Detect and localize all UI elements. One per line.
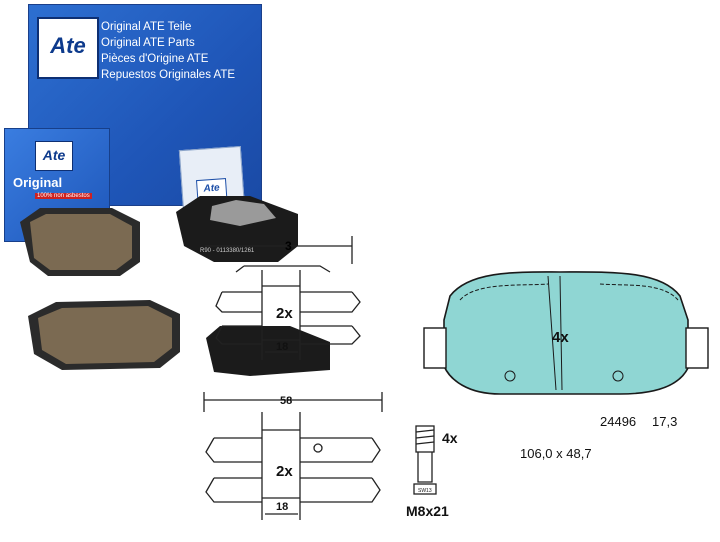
- clip-drawing-bottom: [203, 392, 383, 520]
- pad-drawing: [423, 271, 709, 395]
- brake-pad-photo: R90 - 0113380/1261: [176, 196, 298, 262]
- dim-bottom-label: 58: [280, 395, 292, 407]
- ate-logo-small: Ate: [35, 141, 73, 171]
- ate-logo: Ate: [37, 17, 99, 79]
- box-text-lines: Original ATE Teile Original ATE Parts Pi…: [101, 19, 235, 83]
- dim-top-label: 3: [285, 239, 292, 253]
- pad-marking: R90 - 0113380/1261: [200, 248, 255, 254]
- box-line: Original ATE Parts: [101, 37, 195, 49]
- brake-pad-photo: [20, 208, 140, 276]
- pad-number: 24496: [600, 414, 636, 429]
- qty-top-clip: 2x: [276, 305, 293, 322]
- dim-top-bottom: 18: [276, 341, 288, 353]
- pad-size: 106,0 x 48,7: [520, 446, 592, 461]
- bolt-size: M8x21: [406, 503, 449, 519]
- bolt-head-label: SW13: [418, 488, 432, 494]
- clip-drawing-top: [205, 236, 361, 360]
- box-small-title: Original: [13, 175, 63, 190]
- bolt-qty: 4x: [442, 430, 458, 446]
- qty-bottom-clip: 2x: [276, 463, 293, 480]
- box-small-sub: 100% non asbestos: [35, 193, 92, 199]
- pad-thickness: 17,3: [652, 414, 677, 429]
- box-line: Pièces d'Origine ATE: [101, 53, 209, 65]
- dim-bottom-bottom: 18: [276, 501, 288, 513]
- box-line: Original ATE Teile: [101, 21, 192, 33]
- brake-pad-photo: [28, 300, 180, 370]
- box-line: Repuestos Originales ATE: [101, 69, 236, 81]
- pad-qty: 4x: [552, 329, 569, 346]
- bolt-drawing: [413, 425, 437, 495]
- brake-pad-photo: [206, 326, 330, 376]
